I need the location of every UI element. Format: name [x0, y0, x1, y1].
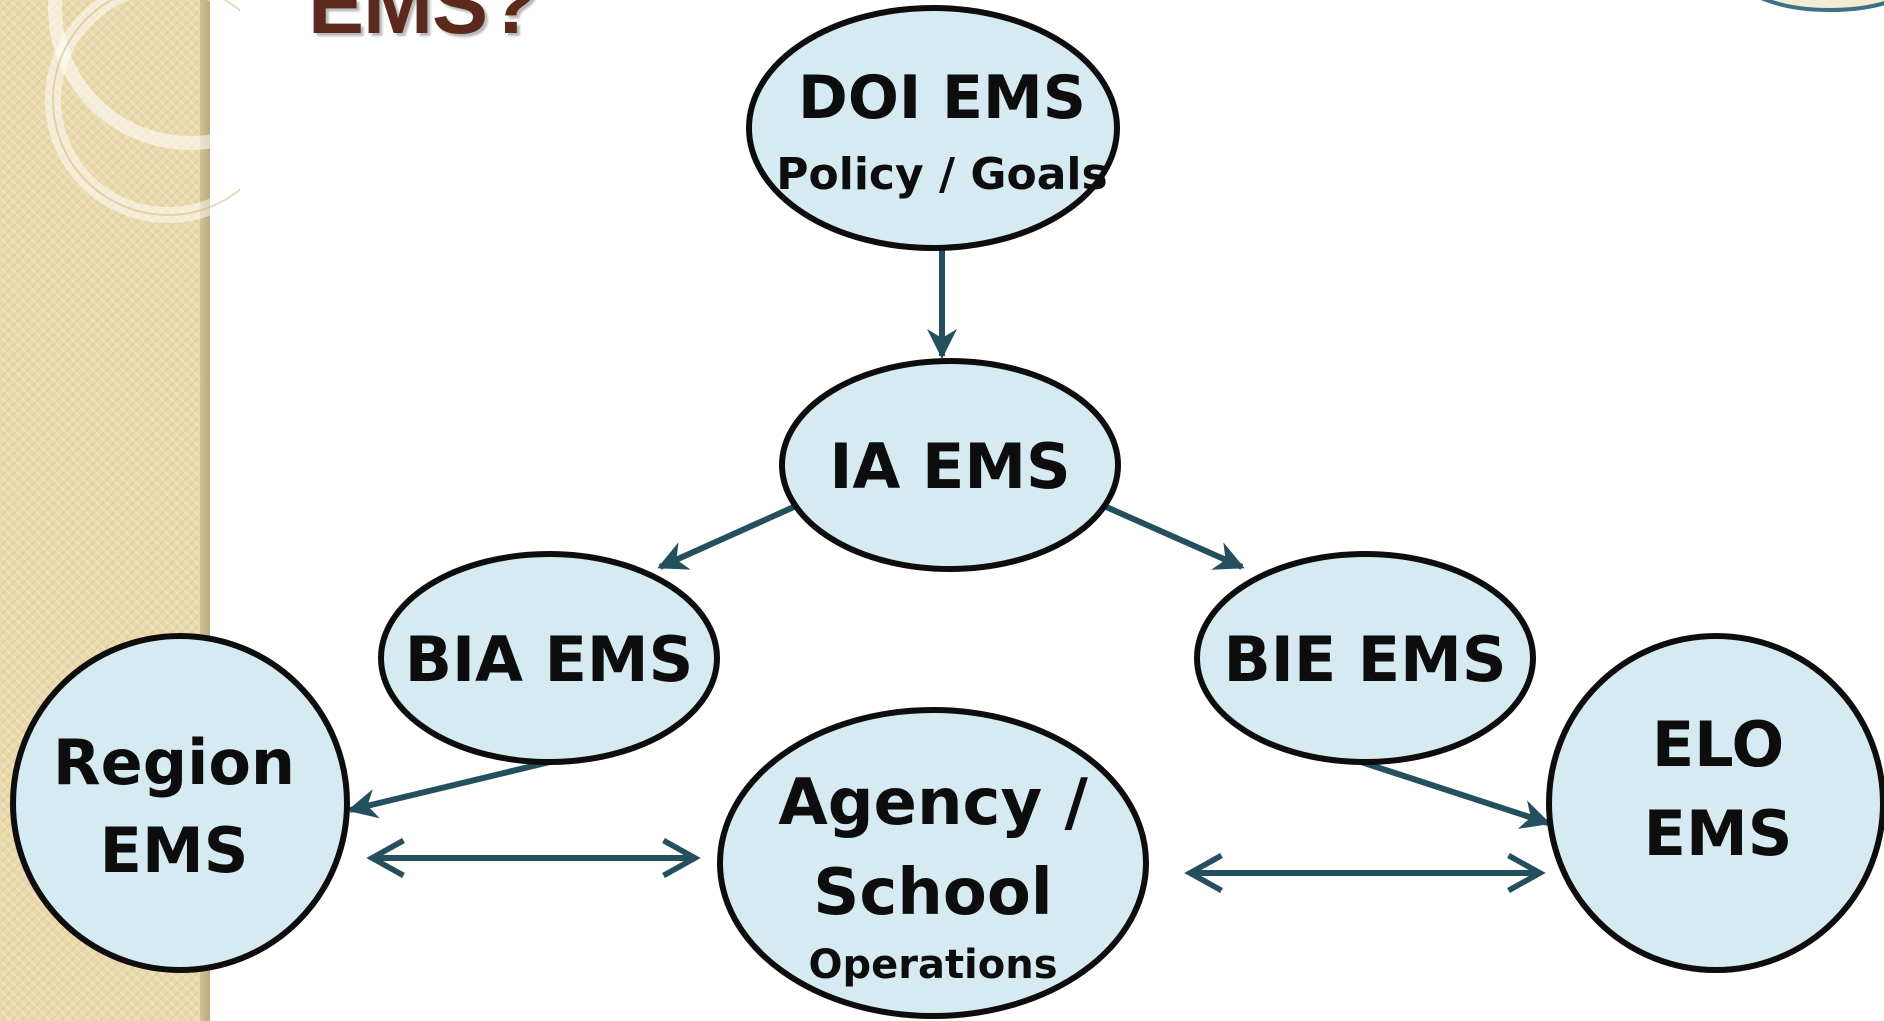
edge-ia-to-bie [1102, 503, 1245, 570]
edge-ia-to-bia [657, 503, 798, 570]
agency-seal-logo [1760, 0, 1884, 12]
node-bia-ems: BIA EMS [378, 551, 720, 765]
node-agency-line1: Agency / [778, 766, 1088, 840]
node-agency-subtitle: Operations [808, 942, 1057, 988]
node-ia-title: IA EMS [829, 430, 1070, 503]
node-elo-shape [1546, 633, 1884, 973]
node-bie-shape [1194, 551, 1536, 765]
decorative-rings [45, 0, 240, 223]
node-bie-title: BIE EMS [1224, 623, 1507, 696]
node-doi-title: DOI EMS [798, 63, 1086, 133]
node-bia-title: BIA EMS [405, 623, 694, 696]
node-doi-ems: DOI EMS Policy / Goals [746, 5, 1120, 251]
node-bie-ems: BIE EMS [1194, 551, 1536, 765]
edge-bie-to-elo [1354, 757, 1551, 829]
node-agency-school: Agency / School Operations [717, 707, 1149, 1019]
node-agency-shape [717, 707, 1149, 1019]
node-region-line1: Region [53, 726, 295, 799]
slide-title: EMS? [308, 0, 538, 51]
node-doi-shape [746, 5, 1120, 251]
node-ia-shape [779, 358, 1121, 572]
connectors [347, 250, 1551, 893]
node-elo-ems: ELO EMS [1546, 633, 1884, 973]
node-bia-shape [378, 551, 720, 765]
node-elo-line2: EMS [1644, 797, 1793, 870]
edge-bia-to-region [347, 757, 559, 819]
node-agency-line2: School [813, 856, 1052, 930]
node-region-shape [10, 633, 350, 973]
node-doi-subtitle: Policy / Goals [776, 149, 1107, 200]
node-elo-line1: ELO [1652, 708, 1784, 781]
node-region-line2: EMS [100, 814, 249, 887]
side-band-edge [200, 0, 210, 1021]
node-ia-ems: IA EMS [779, 358, 1121, 572]
node-region-ems: Region EMS [10, 633, 350, 973]
